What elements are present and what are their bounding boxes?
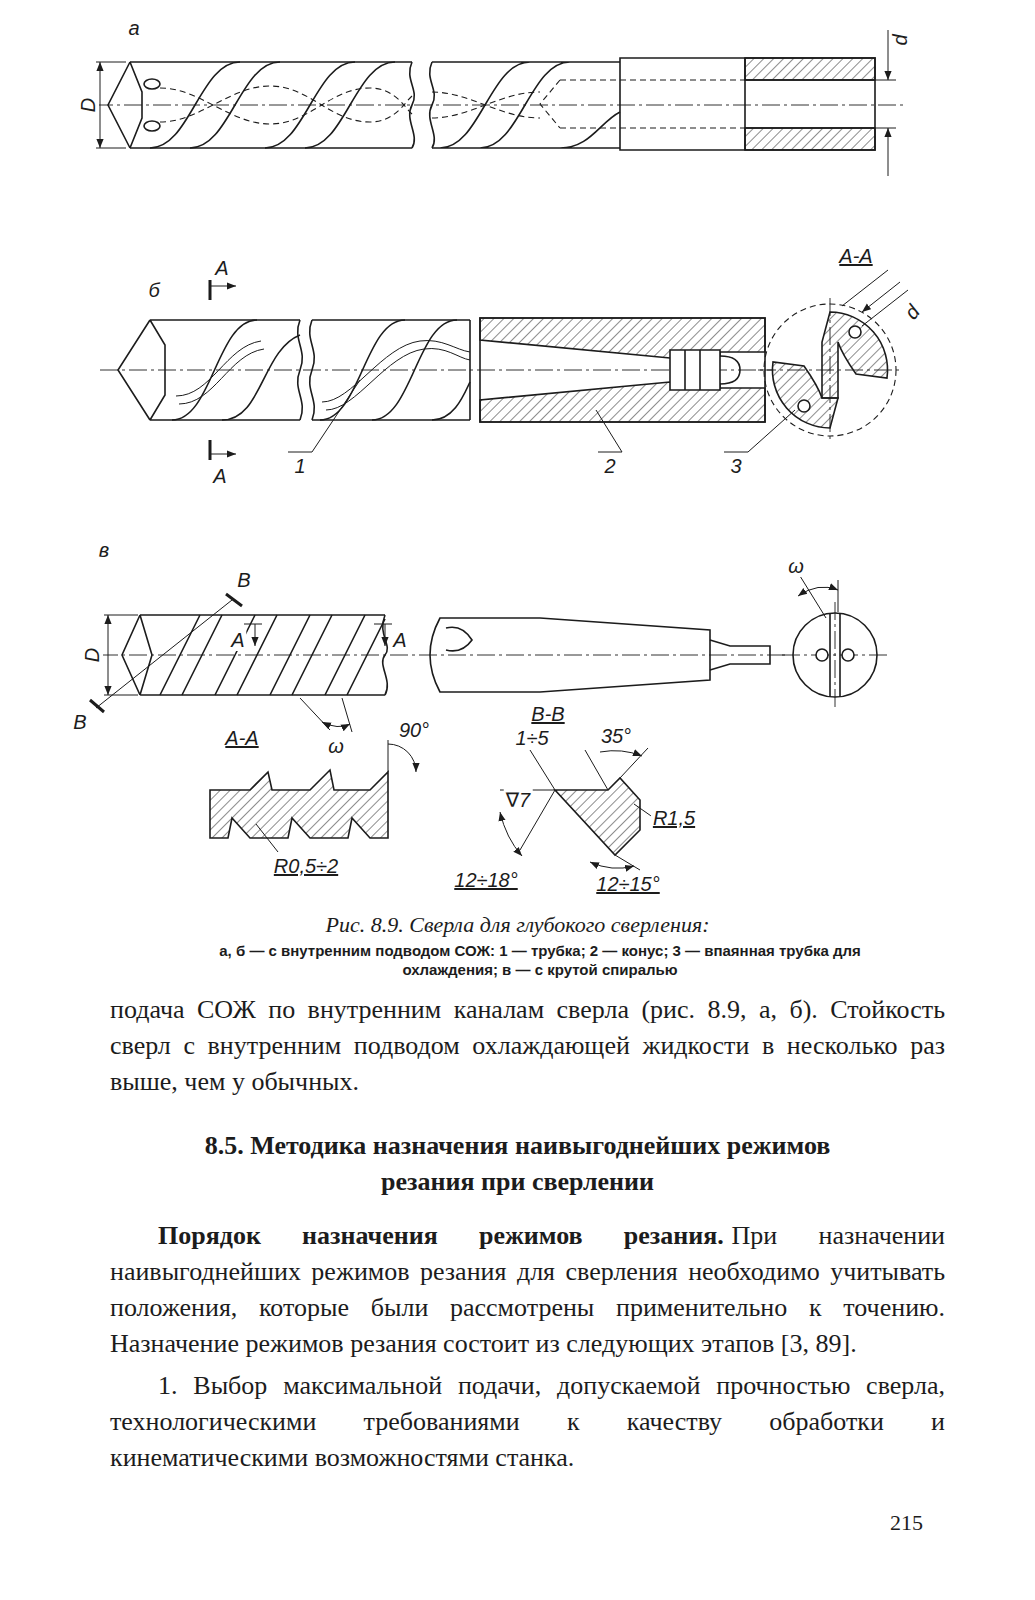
view-letter: а — [126, 17, 141, 39]
dimension-label: D — [77, 96, 99, 114]
caption-legend: а, б — с внутренним подводом СОЖ: 1 — тр… — [170, 942, 910, 980]
section-label: В-В — [529, 703, 566, 725]
callout-number: 2 — [602, 455, 617, 477]
callout-number: 1 — [292, 455, 307, 477]
section-b-b — [500, 748, 654, 870]
dimension-label: R0,5÷2 — [272, 855, 340, 877]
roughness-label: ∇7 — [504, 789, 533, 811]
body-paragraph: подача СОЖ по внутренним каналам сверла … — [110, 992, 945, 1100]
angle-label: 12÷15° — [594, 873, 661, 895]
body-paragraph: Порядок назначения режимов резания.При н… — [110, 1218, 945, 1362]
page-number: 215 — [890, 1510, 923, 1536]
section-letter: В — [235, 569, 252, 591]
figure-caption: Рис. 8.9. Сверла для глубокого сверления… — [100, 912, 935, 938]
drill-a — [95, 30, 905, 176]
section-heading: 8.5. Методика назначения наивыгоднейших … — [160, 1128, 875, 1200]
angle-label: 35° — [599, 725, 633, 747]
dimension-label: R1,5 — [651, 807, 697, 829]
angle-label: 12÷18° — [452, 869, 519, 891]
angle-label: ω — [786, 555, 806, 577]
angle-label: 90° — [397, 719, 431, 741]
callout-number: 3 — [728, 455, 743, 477]
section-letter: А — [391, 629, 408, 651]
dimension-label: 1÷5 — [513, 727, 550, 749]
section-letter: А — [211, 465, 228, 487]
section-a-a — [210, 740, 416, 852]
list-item: 1. Выбор максимальной подачи, допускаемо… — [110, 1368, 945, 1476]
section-label: А-А — [223, 727, 260, 749]
angle-label: ω — [326, 735, 346, 757]
section-letter: А — [229, 629, 246, 651]
section-letter: А — [213, 257, 230, 279]
dimension-label: D — [81, 646, 103, 664]
dimension-label: d — [889, 32, 911, 47]
view-letter: б — [146, 279, 161, 301]
section-label: А-А — [837, 245, 874, 267]
section-letter: В — [71, 711, 88, 733]
drill-v — [90, 576, 888, 732]
run-in-heading: Порядок назначения режимов резания. — [158, 1221, 724, 1250]
view-letter: в — [97, 539, 111, 561]
drill-b — [100, 270, 908, 460]
dimension-label: d — [899, 299, 926, 325]
